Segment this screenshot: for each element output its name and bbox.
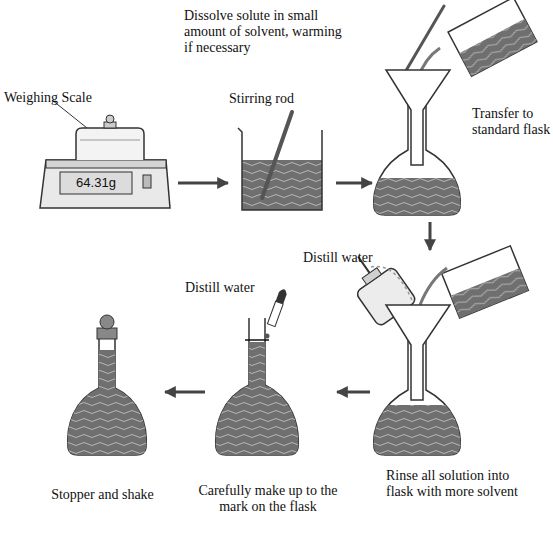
- part-label: Weighing Scale: [4, 90, 124, 106]
- rinse-flask: [339, 243, 528, 458]
- graduated-flask: [210, 288, 305, 460]
- step-arrow: [337, 391, 370, 394]
- step-arrow: [336, 182, 372, 185]
- step-node: Stopper and shake: [30, 315, 165, 532]
- step-node: Transfer to standard flask: [372, 2, 548, 222]
- step-caption: Rinse all solution into flask with more …: [386, 468, 526, 500]
- step-caption: Carefully make up to the mark on the fla…: [194, 483, 342, 515]
- step-node: Distill waterCarefully make up to the ma…: [205, 280, 337, 532]
- part-label: Stirring rod: [229, 91, 319, 107]
- step-node: Distill waterRinse all solution into fla…: [370, 250, 548, 532]
- step-caption: Stopper and shake: [30, 487, 175, 503]
- step-arrow: [429, 222, 432, 250]
- step-caption: Dissolve solute in small amount of solve…: [184, 8, 352, 56]
- weighing-scale: [40, 100, 170, 208]
- step-node: Dissolve solute in small amount of solve…: [228, 5, 336, 215]
- step-caption: Transfer to standard flask: [472, 106, 552, 138]
- step-arrow: [178, 182, 228, 185]
- step-node: Weighing Scale 64.31g: [0, 85, 178, 215]
- part-label: Distill water: [185, 280, 275, 296]
- stoppered-flask: [62, 315, 152, 460]
- step-arrow: [165, 391, 205, 394]
- display-reading: 64.31g: [60, 175, 132, 191]
- part-label: Distill water: [303, 250, 393, 266]
- beaker: [238, 112, 322, 210]
